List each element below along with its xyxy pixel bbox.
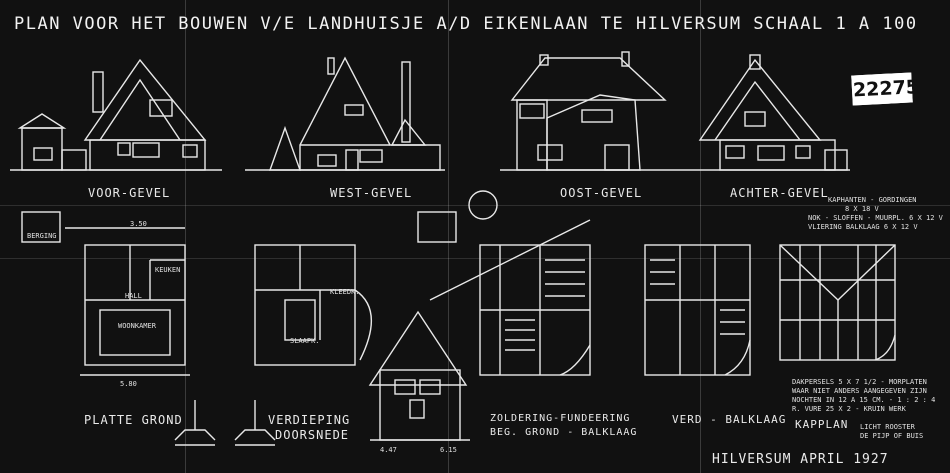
upper-joist-plan: [644, 244, 751, 376]
front-elevation: [17, 58, 207, 171]
spec-line: KAPHANTEN - GORDINGEN: [828, 196, 917, 204]
fold-line: [0, 258, 950, 259]
fold-line: [700, 0, 701, 473]
upper-floor-plan: [254, 244, 372, 366]
room-label: SLAAPK.: [290, 337, 320, 345]
legend-line: DE PIJP OF BUIS: [860, 432, 924, 440]
dimension-label: 6.15: [440, 446, 457, 454]
elevation-label: OOST-GEVEL: [560, 186, 643, 200]
elevation-label: ACHTER-GEVEL: [730, 186, 829, 200]
dimension-label: 3.50: [130, 220, 147, 228]
spec-line: 8 X 18 V: [845, 205, 879, 213]
room-label: KLEEDK.: [330, 288, 360, 296]
fold-line: [448, 0, 449, 473]
plan-label: KAPPLAN: [795, 418, 849, 431]
note-line: NOCHTEN IN 12 A 15 CM. - 1 : 2 : 4: [792, 396, 936, 404]
room-label: WOONKAMER: [118, 322, 156, 330]
plan-label: VERD - BALKLAAG: [672, 413, 787, 426]
room-label: KEUKEN: [155, 266, 181, 274]
sheet-title: PLAN VOOR HET BOUWEN V/E LANDHUISJE A/D …: [14, 14, 918, 34]
elevation-label: WEST-GEVEL: [330, 186, 413, 200]
fold-line: [185, 0, 186, 473]
plan-label: VERDIEPING: [268, 413, 351, 427]
ground-floor-plan: [21, 211, 190, 376]
cross-section: [368, 310, 470, 441]
plan-label: PLATTE GROND: [84, 413, 183, 427]
dimension-label: 4.47: [380, 446, 397, 454]
room-label: HALL: [125, 292, 142, 300]
plan-label: BEG. GROND - BALKLAAG: [490, 427, 638, 438]
note-line: WAAR NIET ANDERS AANGEGEVEN ZIJN: [792, 387, 927, 395]
west-elevation: [269, 56, 441, 171]
legend-line: LICHT ROOSTER: [860, 423, 915, 431]
roof-plan: [779, 244, 896, 361]
room-label: BERGING: [27, 232, 57, 240]
plan-label: ZOLDERING-FUNDEERING: [490, 413, 631, 424]
spec-line: NOK - SLOFFEN - MUURPL. 6 X 12 V: [808, 214, 943, 222]
plan-label: DOORSNEDE: [275, 428, 350, 442]
place-date: HILVERSUM APRIL 1927: [712, 452, 889, 467]
fold-line: [0, 205, 950, 206]
spec-line: VLIERING BALKLAAG 6 X 12 V: [808, 223, 918, 231]
east-elevation: [510, 51, 667, 171]
note-line: DAKPERSELS 5 X 7 1/2 - MORPLATEN: [792, 378, 927, 386]
dimension-label: 5.80: [120, 380, 137, 388]
elevation-label: VOOR-GEVEL: [88, 186, 171, 200]
note-line: R. VURE 25 X 2 - KRUIN WERK: [792, 405, 906, 413]
foundation-joist-plan: [479, 244, 591, 376]
rear-elevation: [698, 54, 848, 171]
footing-details: [174, 400, 276, 446]
